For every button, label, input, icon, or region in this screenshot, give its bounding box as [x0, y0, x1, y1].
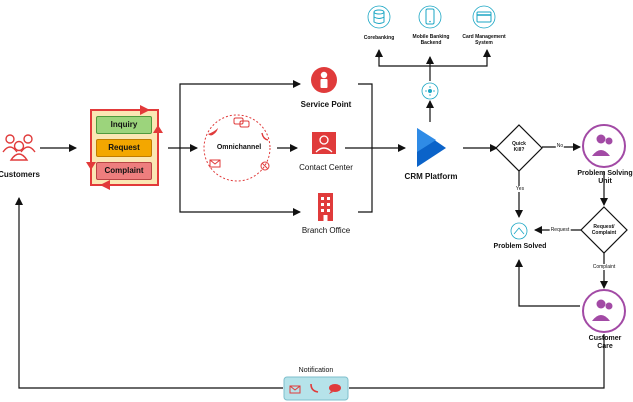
omnichannel-ring: [203, 114, 271, 182]
twitter-icon: [208, 128, 218, 136]
branch-office-label: Branch Office: [301, 226, 351, 235]
crm-dynamics-icon: [417, 128, 446, 167]
service-point-icon: [311, 67, 337, 93]
inquiry-chip: Inquiry: [96, 116, 152, 134]
arrow-notification-to-customers: [15, 197, 283, 389]
request-chip: Request: [96, 139, 152, 157]
building-icon: [318, 193, 333, 221]
decision-request-complaint: [580, 206, 628, 254]
contact-center-label: Contact Center: [299, 163, 353, 172]
arrow-care-to-solved: [515, 259, 580, 307]
service-point-label: Service Point: [300, 100, 352, 109]
notification-label: Notification: [298, 367, 334, 374]
customers-label: Customers: [0, 170, 40, 179]
sms-icon: [329, 384, 341, 394]
chat-bubbles-icon: [233, 117, 250, 128]
arrow-to-branch-office: [179, 148, 301, 216]
email-icon: [289, 385, 301, 394]
yes-branch-label: Yes: [515, 186, 525, 192]
no-call-icon: [260, 161, 270, 171]
problem-solved-icon: [510, 222, 528, 240]
crm-platform-label: CRM Platform: [404, 172, 458, 181]
mobile-phone-icon: [418, 5, 442, 29]
customers-icon: [2, 134, 36, 161]
decision-quick-kill: [495, 124, 543, 172]
request-complaint-label: Request/Complaint: [591, 224, 617, 236]
problem-solving-unit-icon: [582, 124, 626, 168]
integration-hub-icon: [421, 82, 439, 100]
omnichannel-label: Omnichannel: [216, 144, 262, 151]
line-care-to-notification: [349, 334, 605, 389]
problem-solved-label: Problem Solved: [493, 243, 547, 250]
customer-care-icon: [582, 289, 626, 333]
corebanking-label: Corebanking: [363, 35, 395, 41]
complaint-edge-label: Complaint: [592, 264, 616, 270]
complaint-chip: Complaint: [96, 162, 152, 180]
systems-bracket: [378, 57, 488, 67]
no-branch-label: No: [555, 143, 565, 149]
request-edge-label: Request: [549, 227, 571, 233]
database-icon: [367, 5, 391, 29]
email-icon: [209, 159, 221, 168]
phone-icon: [261, 132, 269, 141]
arrow-to-service-point: [179, 80, 301, 148]
credit-card-icon: [472, 5, 496, 29]
notification-box: [283, 376, 349, 401]
headset-icon: [312, 132, 336, 154]
phone-icon: [310, 383, 319, 393]
